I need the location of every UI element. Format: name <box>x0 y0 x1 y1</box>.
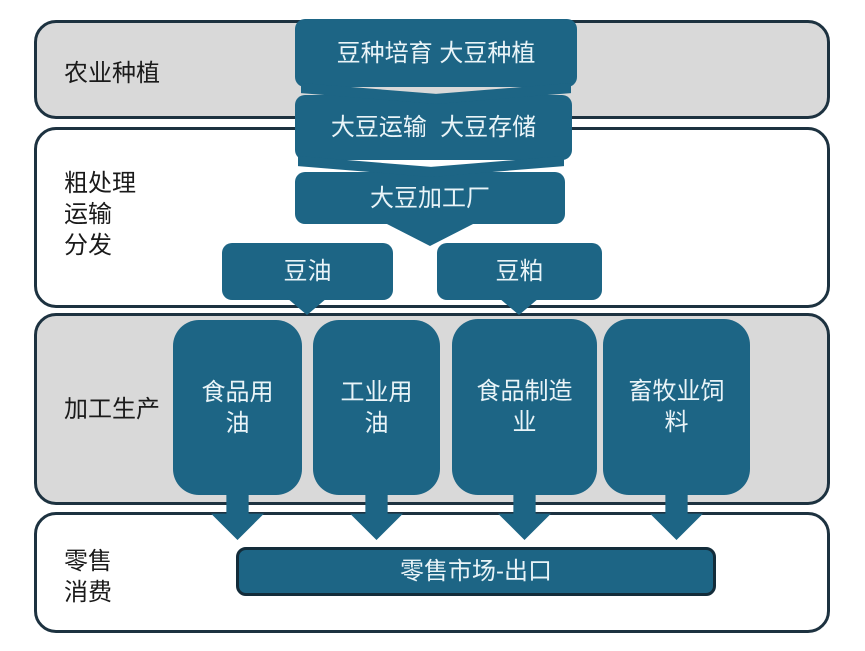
node-food-manufacturing-line1: 食品制造 <box>476 378 573 405</box>
band-label-agriculture: 农业种植 <box>64 60 160 87</box>
band-label-production: 加工生产 <box>64 396 160 423</box>
node-livestock-feed-line1: 畜牧业饲 <box>628 378 725 405</box>
node-food-manufacturing-line2: 业 <box>512 409 537 436</box>
node-food-oil-line1: 食品用 <box>201 378 274 406</box>
node-soy-oil: 豆油 <box>222 243 393 300</box>
node-processing-plant: 大豆加工厂 <box>295 172 565 224</box>
node-industrial-oil: 工业用 油 <box>313 320 440 495</box>
node-industrial-oil-line1: 工业用 <box>340 378 413 406</box>
node-food-oil: 食品用 油 <box>173 320 302 495</box>
node-livestock-feed: 畜牧业饲 料 <box>603 319 750 495</box>
node-soy-meal: 豆粕 <box>437 243 602 300</box>
node-seed-cultivation: 豆种培育 大豆种植 <box>295 19 577 87</box>
node-food-manufacturing: 食品制造 业 <box>452 319 597 495</box>
band-label-rough-processing: 粗处理 运输 分发 <box>64 170 136 259</box>
node-retail-market-export: 零售市场-出口 <box>236 547 716 596</box>
node-livestock-feed-line2: 料 <box>664 409 689 436</box>
node-transport-storage: 大豆运输 大豆存储 <box>295 95 572 160</box>
node-industrial-oil-line2: 油 <box>364 409 389 437</box>
band-label-retail: 零售 消费 <box>64 548 112 606</box>
node-food-oil-line2: 油 <box>225 409 250 437</box>
